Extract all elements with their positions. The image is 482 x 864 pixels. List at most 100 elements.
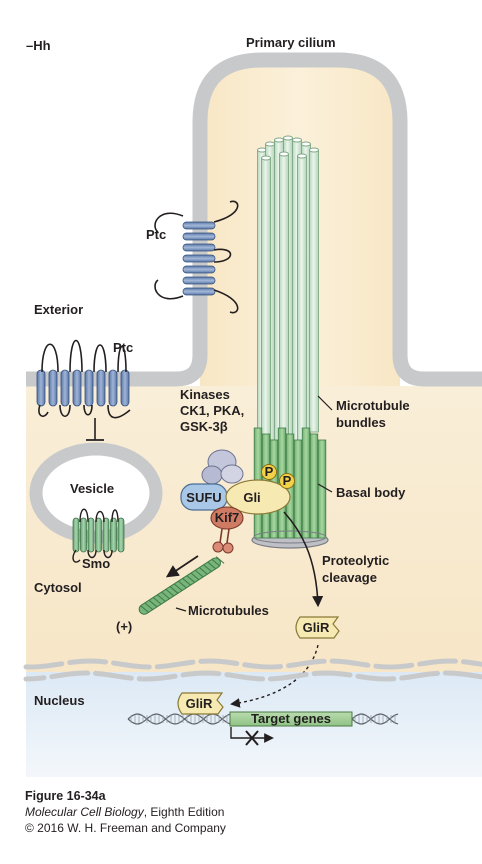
ptc-helix <box>182 232 216 241</box>
smo-helix <box>102 517 110 553</box>
microtubule-stripe <box>152 597 162 605</box>
cytosol-label: Cytosol <box>34 580 82 595</box>
ptc-membrane <box>36 339 131 419</box>
glir-cytosol: GliR <box>295 616 340 639</box>
kinases-label-line1: Kinases <box>180 387 230 402</box>
smo-helix <box>110 517 117 553</box>
figure-number: Figure 16-34a <box>25 789 106 803</box>
smo-helix <box>80 517 87 553</box>
copyright: © 2016 W. H. Freeman and Company <box>25 821 226 835</box>
ptc-membrane-label: Ptc <box>113 340 133 355</box>
microtubule-stripe <box>161 591 170 600</box>
smo-helix <box>117 517 125 553</box>
microtubule-stripe <box>211 558 221 567</box>
microtubule-tube <box>297 153 307 476</box>
dna-strand <box>127 713 399 725</box>
ptc-cilium-label: Ptc <box>146 227 166 242</box>
microtubule-tube <box>261 155 271 471</box>
gli-label: Gli <box>243 490 260 505</box>
inhibition-symbol <box>86 418 104 441</box>
sufu-label: SUFU <box>186 490 221 505</box>
transport-arrow <box>165 555 199 578</box>
microtubule-stripe <box>140 605 149 613</box>
ptc-helix <box>182 265 216 274</box>
ptc-helix <box>182 221 216 230</box>
glir-nucleus-label: GliR <box>186 696 213 711</box>
ptc-helix <box>60 369 70 407</box>
microtubule-stripe <box>157 594 166 602</box>
smo-receptor <box>72 508 125 563</box>
ptc-helix <box>84 369 94 407</box>
smo-helix <box>87 517 95 553</box>
microtubule-tube <box>309 147 319 433</box>
microtubule-stripe <box>186 575 196 583</box>
proteolytic-label-line1: Proteolytic <box>322 553 389 568</box>
nucleus-label: Nucleus <box>34 693 85 708</box>
cilium-label: Primary cilium <box>246 35 336 50</box>
ptc-helix <box>96 369 106 407</box>
kinases-label-line2: CK1, PKA, <box>180 403 244 418</box>
smo-helix <box>72 517 80 553</box>
microtubules-label: Microtubules <box>188 603 269 618</box>
primary-cilium <box>26 52 482 387</box>
book-edition: , Eighth Edition <box>143 805 225 819</box>
microtubule-stripe <box>194 569 204 578</box>
microtubule-stripe <box>199 567 208 575</box>
microtubule-stripe <box>144 602 154 611</box>
nuclear-envelope <box>23 658 482 682</box>
vesicle-label: Vesicle <box>70 481 114 496</box>
microtubule-stripe <box>207 561 217 570</box>
ptc-helix <box>108 369 118 407</box>
glir-nucleus: GliR <box>177 692 224 715</box>
condition-label: –Hh <box>26 38 51 53</box>
plus-end-label: (+) <box>116 619 132 634</box>
ptc-helix <box>182 243 216 252</box>
microtubule-stripe <box>178 580 187 589</box>
microtubule-bundles-label-line1: Microtubule <box>336 398 410 413</box>
microtubule-stripe <box>165 588 175 597</box>
microtubule-bundles-label-line2: bundles <box>336 415 386 430</box>
basal-body-rod <box>293 439 303 539</box>
microtubule-stripe <box>182 578 191 586</box>
basal-body-rod <box>301 427 311 539</box>
ptc-helix <box>48 369 58 407</box>
phosphate-label-2: P <box>283 473 292 488</box>
kif7-motor: Kif7 <box>210 506 244 554</box>
kif7-label: Kif7 <box>215 510 240 525</box>
ptc-helix <box>36 369 46 407</box>
outer-nuclear-membrane <box>23 658 482 670</box>
book-title: Molecular Cell Biology <box>25 805 144 819</box>
microtubule-stripe <box>169 586 179 594</box>
kinase-complex <box>201 449 244 485</box>
phosphate-1: P <box>261 464 277 480</box>
microtubule-stripe <box>148 599 158 608</box>
blocked-transcription <box>230 727 274 746</box>
target-genes: Target genes <box>229 711 353 727</box>
exterior-label: Exterior <box>34 302 83 317</box>
ptc-helix <box>182 276 216 285</box>
target-genes-label: Target genes <box>251 711 331 726</box>
gli-protein: Gli <box>225 479 291 515</box>
basal-body-rod <box>317 439 327 539</box>
smo-helix <box>95 517 102 553</box>
cleavage-arrow <box>283 511 324 608</box>
basal-body-rod <box>309 433 319 539</box>
microtubule-stripe <box>190 572 200 581</box>
proteolytic-label-line2: cleavage <box>322 570 377 585</box>
ptc-helix <box>182 254 216 263</box>
microtubule-bundles <box>257 135 319 481</box>
microtubule-stripe <box>215 556 225 564</box>
phosphate-2: P <box>279 473 295 489</box>
kinases-label-line3: GSK-3β <box>180 419 228 434</box>
ptc-helix <box>120 369 130 407</box>
nuclear-import-arrow <box>230 644 319 708</box>
phosphate-label-1: P <box>265 464 274 479</box>
ptc-helix <box>72 369 82 407</box>
book-citation: Molecular Cell Biology, Eighth Edition <box>25 805 224 820</box>
microtubule-stripe <box>203 564 212 572</box>
smo-label: Smo <box>82 556 110 571</box>
inner-nuclear-membrane <box>23 670 482 682</box>
microtubule-stripe <box>173 583 183 591</box>
ptc-cilium <box>154 200 239 314</box>
